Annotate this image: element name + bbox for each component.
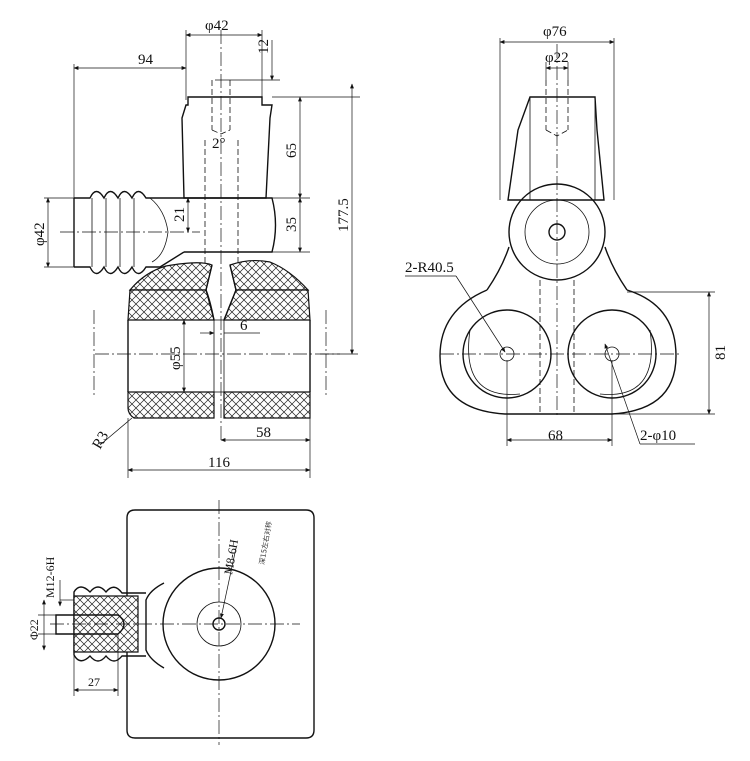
side-view <box>439 44 680 418</box>
front-view-dimensions <box>44 30 360 478</box>
dim-upper-height: 65 <box>284 143 300 158</box>
dim-taper: 2° <box>212 136 226 152</box>
dim-height-81: 81 <box>713 345 729 360</box>
dim-spacing-68: 68 <box>548 428 563 444</box>
dim-arm-diameter: φ42 <box>32 222 48 246</box>
dim-thread-note: 深15左右对称 <box>257 521 273 566</box>
front-view-labels: φ42 12 94 2° 65 35 177.5 21 φ42 φ55 6 R3… <box>32 18 352 471</box>
dim-thread-depth: 12 <box>256 39 272 54</box>
dim-radius: R3 <box>90 429 113 452</box>
side-view-dimensions <box>405 38 715 446</box>
dim-diameter-22-bottom: Φ22 <box>27 619 41 640</box>
dim-top-diameter: φ42 <box>205 18 229 34</box>
dim-diameter-22: φ22 <box>545 50 569 66</box>
dim-diameter-76: φ76 <box>543 24 567 40</box>
bottom-view-labels: M8-6H 深15左右对称 M12-6H Φ22 27 <box>27 521 274 689</box>
dim-thread-m8: M8-6H <box>221 538 241 576</box>
dim-total-height: 177.5 <box>336 198 352 232</box>
dim-bore-diameter: φ55 <box>168 346 184 370</box>
dim-half-width: 58 <box>256 425 271 441</box>
dim-holes: 2-φ10 <box>640 428 676 444</box>
dim-radius-40-5: 2-R40.5 <box>405 260 454 276</box>
dim-length-27: 27 <box>88 675 100 689</box>
dim-collar-height: 35 <box>284 217 300 232</box>
dim-thread-m12: M12-6H <box>43 556 57 598</box>
bottom-view <box>50 500 315 745</box>
side-view-labels: φ76 φ22 2-R40.5 81 68 2-φ10 <box>405 24 729 444</box>
dim-width: 116 <box>208 455 230 471</box>
bottom-view-dimensions <box>38 547 237 696</box>
dim-web-width: 6 <box>240 318 248 334</box>
front-view <box>60 30 340 440</box>
dim-arm-length: 94 <box>138 52 154 68</box>
dim-inner-height: 21 <box>172 207 188 222</box>
